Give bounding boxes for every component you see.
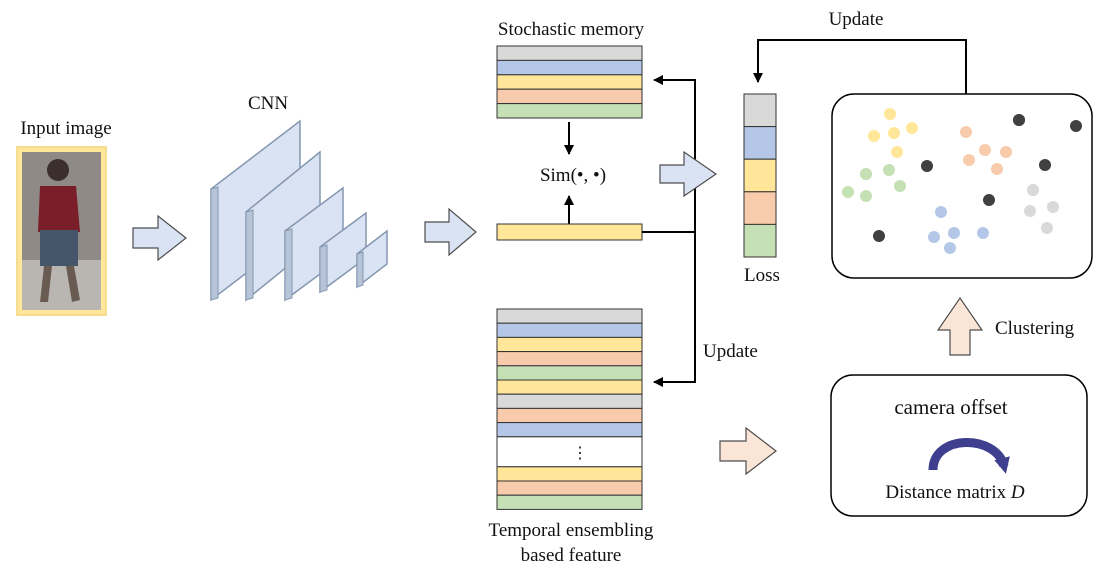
cluster-dot-blue bbox=[928, 231, 940, 243]
temporal-label-line2: based feature bbox=[521, 545, 622, 566]
memory-row-yellow bbox=[496, 466, 643, 482]
memory-row-blue bbox=[496, 422, 643, 438]
person-torso bbox=[38, 186, 80, 232]
memory-row-green bbox=[496, 365, 643, 381]
input-image-label: Input image bbox=[20, 118, 111, 139]
loss-cell-gray bbox=[743, 93, 777, 128]
cluster-dot-blue bbox=[944, 242, 956, 254]
memory-row-gray bbox=[496, 308, 643, 324]
temporal-update-arrow bbox=[653, 232, 696, 387]
memory-row-blue bbox=[496, 322, 643, 338]
memory-row-blue bbox=[496, 59, 643, 76]
memory-row-yellow bbox=[496, 74, 643, 90]
cluster-dot-green bbox=[860, 168, 872, 180]
cluster-dot-green bbox=[860, 190, 872, 202]
cluster-dot-yellow bbox=[891, 146, 903, 158]
sim-to-loss-arrow bbox=[659, 150, 718, 198]
cluster-dot-gray bbox=[1027, 184, 1039, 196]
distance-matrix-label: Distance matrix D bbox=[885, 482, 1025, 503]
cluster-points bbox=[842, 108, 1082, 254]
cluster-dot-orange bbox=[1000, 146, 1012, 158]
feature-vector bbox=[496, 223, 643, 241]
temporal-label-line1: Temporal ensembling bbox=[489, 520, 654, 541]
camera-offset-label: camera offset bbox=[894, 395, 1007, 419]
cluster-dot-dark bbox=[1013, 114, 1025, 126]
sim-label: Sim(•, •) bbox=[540, 165, 606, 186]
cluster-dot-blue bbox=[977, 227, 989, 239]
ellipsis-mark: ⋮ bbox=[572, 445, 588, 462]
distance-matrix-symbol: D bbox=[1010, 482, 1025, 503]
cluster-dot-green bbox=[883, 164, 895, 176]
offset-curve-arrow bbox=[928, 438, 1010, 474]
cluster-dot-orange bbox=[960, 126, 972, 138]
input-to-cnn-arrow bbox=[132, 214, 187, 262]
cluster-dot-dark bbox=[921, 160, 933, 172]
cnn-to-feature-arrow bbox=[424, 207, 477, 257]
cluster-box bbox=[831, 93, 1093, 279]
loss-vector bbox=[743, 93, 777, 258]
person-shorts bbox=[40, 230, 78, 266]
stochastic-memory-label: Stochastic memory bbox=[498, 19, 645, 40]
person-legs bbox=[40, 266, 80, 302]
input-image bbox=[16, 146, 107, 316]
memory-row-yellow bbox=[496, 379, 643, 395]
memory-ellipsis-row bbox=[496, 436, 643, 468]
loss-cell-green bbox=[743, 223, 777, 258]
cluster-dot-gray bbox=[1024, 205, 1036, 217]
cluster-dot-dark bbox=[873, 230, 885, 242]
distance-matrix-text: Distance matrix bbox=[885, 482, 1011, 503]
update-label-top: Update bbox=[829, 9, 884, 30]
loss-label: Loss bbox=[744, 265, 780, 286]
clustering-arrow bbox=[936, 296, 984, 356]
memory-row-green bbox=[496, 103, 643, 119]
memory-row-gray bbox=[496, 393, 643, 409]
cluster-dot-green bbox=[842, 186, 854, 198]
cnn-layers bbox=[210, 119, 388, 302]
cluster-dot-blue bbox=[935, 206, 947, 218]
update-arrow-top bbox=[753, 39, 967, 94]
stochastic-memory bbox=[496, 45, 643, 119]
memory-row-orange bbox=[496, 88, 643, 105]
loss-cell-orange bbox=[743, 191, 777, 225]
cluster-dot-yellow bbox=[906, 122, 918, 134]
memory-row-orange bbox=[496, 407, 643, 424]
memory-row-gray bbox=[496, 45, 643, 61]
cluster-dot-gray bbox=[1041, 222, 1053, 234]
update-label-middle: Update bbox=[703, 341, 758, 362]
temporal-to-offset-arrow bbox=[719, 426, 777, 476]
cluster-dot-yellow bbox=[884, 108, 896, 120]
cluster-dot-yellow bbox=[888, 127, 900, 139]
cluster-dot-gray bbox=[1047, 201, 1059, 213]
loss-cell-blue bbox=[743, 126, 777, 160]
cluster-dot-green bbox=[894, 180, 906, 192]
cluster-dot-orange bbox=[979, 144, 991, 156]
memory-row-orange bbox=[496, 351, 643, 367]
memory-row-green bbox=[496, 494, 643, 510]
clustering-label: Clustering bbox=[995, 318, 1075, 339]
cluster-dot-orange bbox=[991, 163, 1003, 175]
cluster-dot-blue bbox=[948, 227, 960, 239]
loss-cell-yellow bbox=[743, 158, 777, 193]
cluster-dot-orange bbox=[963, 154, 975, 166]
cluster-dot-dark bbox=[1039, 159, 1051, 171]
memory-row-orange bbox=[496, 480, 643, 496]
cnn-label: CNN bbox=[248, 93, 288, 114]
cluster-dot-dark bbox=[983, 194, 995, 206]
temporal-ensembling-memory: ⋮ bbox=[496, 308, 643, 510]
person-head bbox=[47, 159, 69, 181]
memory-row-yellow bbox=[496, 336, 643, 353]
cluster-dot-dark bbox=[1070, 120, 1082, 132]
cluster-dot-yellow bbox=[868, 130, 880, 142]
